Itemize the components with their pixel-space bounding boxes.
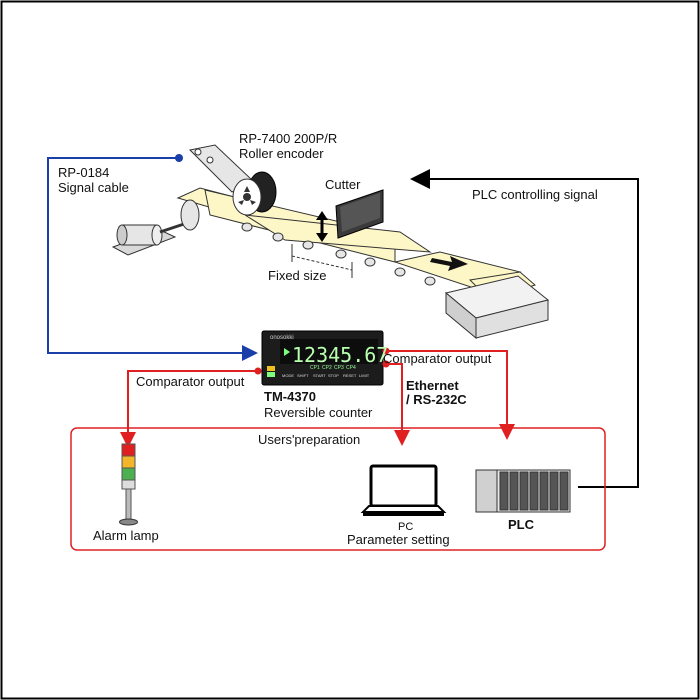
plc-icon (475, 469, 571, 513)
key-start[interactable]: START (313, 373, 326, 378)
fixed-size-dimension (291, 244, 353, 278)
comparator-output-right-label: Comparator output (383, 351, 492, 366)
cutter-label: Cutter (325, 177, 361, 192)
key-stop[interactable]: STOP (328, 373, 339, 378)
cp-label-4: CP4 (346, 365, 356, 371)
cp-label-1: CP1 (310, 365, 320, 371)
plc-output-line (386, 350, 515, 440)
motor (111, 199, 200, 256)
key-mode[interactable]: MODE (282, 373, 294, 378)
laptop-icon (360, 464, 447, 516)
encoder-name-label: Roller encoder (239, 146, 324, 161)
conveyor-rollers (241, 222, 436, 286)
key-reset[interactable]: RESET (343, 373, 357, 378)
roller-encoder (188, 144, 277, 216)
cable-model-label: RP-0184 (58, 165, 110, 180)
ethernet-label: Ethernet (406, 378, 459, 393)
pc-sublabel: Parameter setting (347, 532, 450, 547)
pc-output-line (386, 363, 410, 446)
users-preparation-label: Users'preparation (258, 432, 361, 447)
counter-device (261, 330, 384, 386)
plc-signal-label: PLC controlling signal (472, 187, 598, 202)
users-preparation-box (70, 427, 606, 551)
plc-label: PLC (508, 517, 534, 532)
plc-feedback-line (410, 169, 639, 488)
rs232c-label: / RS-232C (406, 392, 467, 407)
output-lines (120, 350, 515, 448)
counter-display: 12345.67 (292, 343, 389, 367)
alarm-lamp-label: Alarm lamp (93, 528, 159, 543)
cp-label-2: CP2 (322, 365, 332, 371)
counter-model-label: TM-4370 (264, 389, 317, 404)
conveyor-direction-arrow (430, 256, 468, 271)
cp-label-3: CP3 (334, 365, 344, 371)
key-limit[interactable]: LIMIT (359, 373, 370, 378)
fixed-size-label: Fixed size (268, 268, 327, 283)
cable-connector (175, 154, 183, 162)
alarm-output-line (120, 370, 258, 448)
counter-name-label: Reversible counter (264, 405, 373, 420)
pc-label: PC (398, 521, 414, 533)
comparator-output-left-label: Comparator output (136, 374, 245, 389)
stack-box (444, 275, 550, 340)
key-shift[interactable]: SHIFT (297, 373, 309, 378)
cable-name-label: Signal cable (58, 180, 129, 195)
counter-brand: onosokki (270, 335, 294, 341)
encoder-model-label: RP-7400 200P/R (239, 131, 338, 146)
signal-cable (47, 157, 258, 361)
alarm-lamp-icon (119, 443, 138, 526)
cutter (316, 189, 384, 242)
